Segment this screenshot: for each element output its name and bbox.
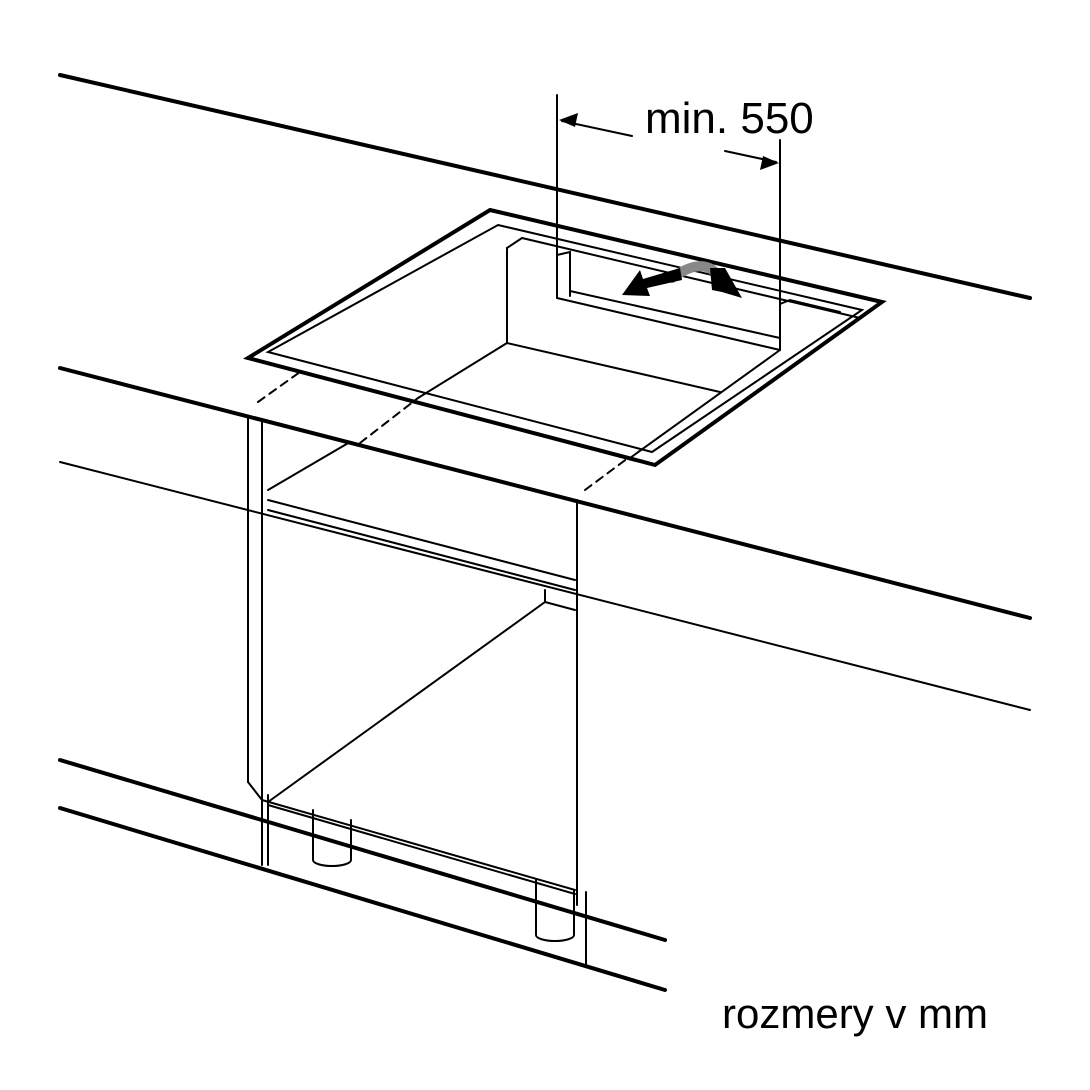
- dimension-lines: [556, 94, 781, 351]
- cabinet: [247, 417, 587, 966]
- dashed-hidden-lines: [257, 371, 629, 491]
- dimension-label: min. 550: [645, 94, 814, 143]
- slide-arrows-icon: [622, 261, 742, 298]
- worktop: [58, 73, 1032, 711]
- units-note: rozmery v mm: [722, 990, 988, 1037]
- cabinet-feet: [312, 809, 575, 942]
- plinth: [58, 758, 667, 992]
- cutout: [242, 207, 887, 468]
